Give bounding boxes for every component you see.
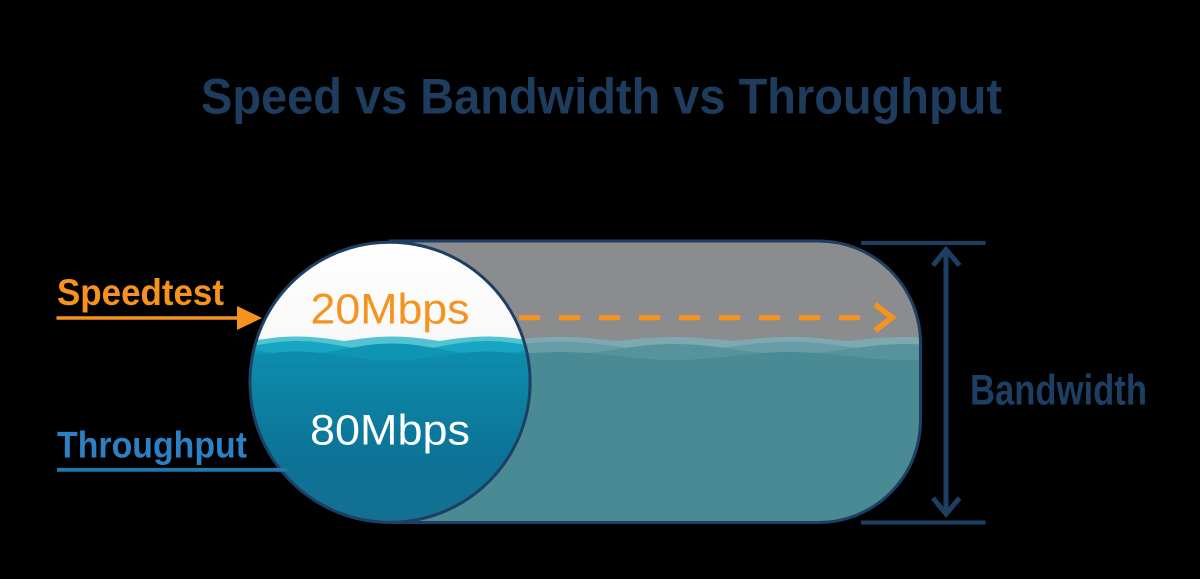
svg-text:80Mbps: 80Mbps: [310, 408, 470, 455]
svg-text:Throughput: Throughput: [57, 425, 247, 466]
svg-text:Speed vs Bandwidth vs Throughp: Speed vs Bandwidth vs Throughput: [201, 67, 1002, 124]
svg-text:Speedtest: Speedtest: [57, 272, 224, 313]
svg-text:20Mbps: 20Mbps: [311, 287, 470, 334]
svg-text:Bandwidth: Bandwidth: [970, 367, 1147, 414]
